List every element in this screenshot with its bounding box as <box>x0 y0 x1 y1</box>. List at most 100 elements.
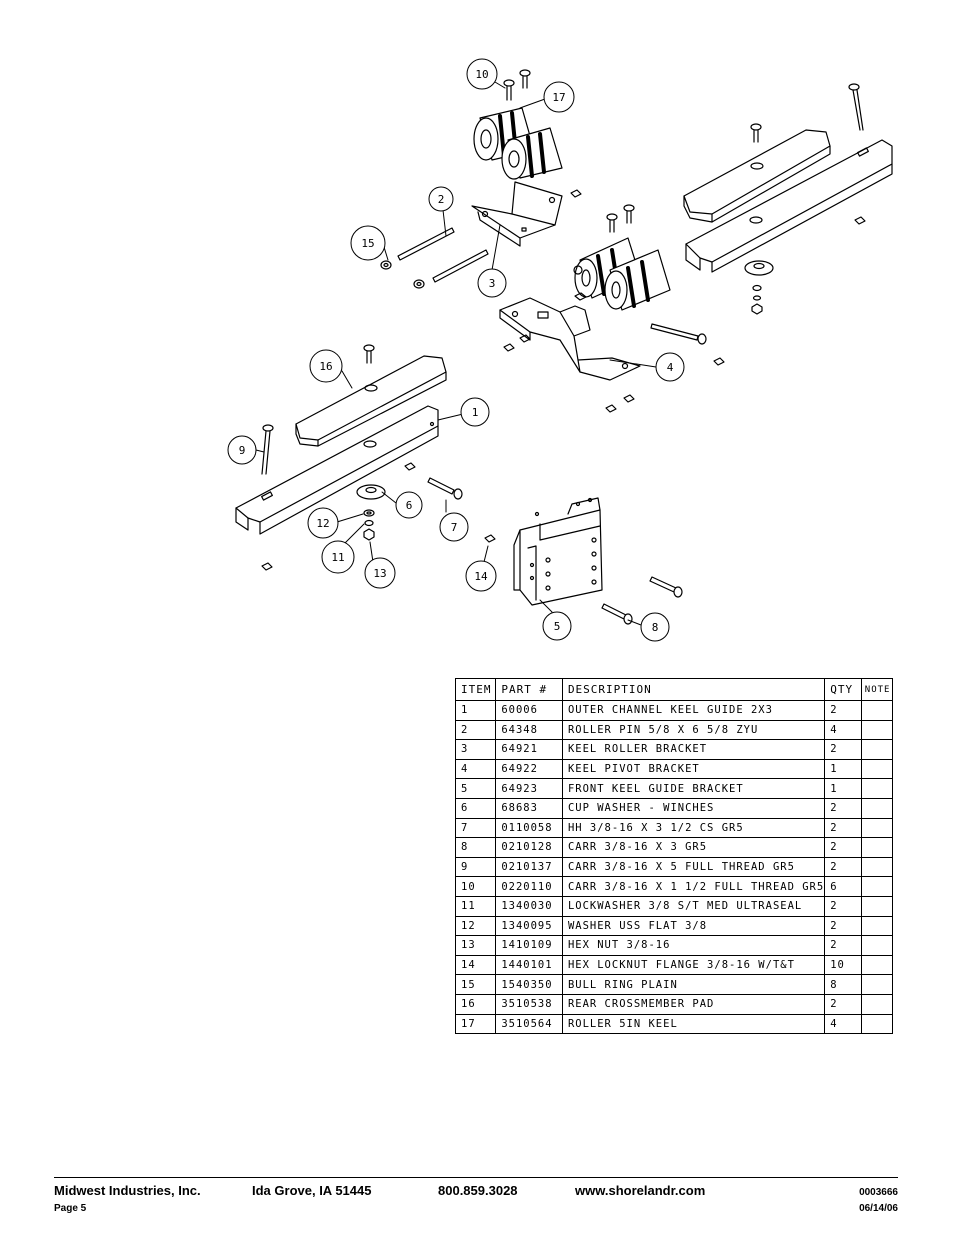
header-item: ITEM <box>454 678 497 701</box>
cell-qty: 2 <box>824 817 862 839</box>
callout-2-label: 2 <box>438 193 445 206</box>
cell-part-number: 64922 <box>495 758 563 780</box>
footer-company: Midwest Industries, Inc. <box>54 1183 201 1198</box>
carriage-bolt-8-b <box>601 603 633 625</box>
cell-description: ROLLER 5IN KEEL <box>561 1013 826 1035</box>
cell-item: 14 <box>454 954 497 976</box>
exploded-parts-diagram: 10 17 2 15 3 16 1 4 9 6 12 7 11 13 14 5 … <box>227 58 893 642</box>
hex-locknut-14-b <box>574 292 587 301</box>
cell-part-number: 1340030 <box>495 895 563 917</box>
cell-part-number: 64348 <box>495 719 563 741</box>
cell-part-number: 3510564 <box>495 1013 563 1035</box>
callout-13-label: 13 <box>373 567 386 580</box>
cell-item: 9 <box>454 856 497 878</box>
cell-item: 16 <box>454 993 497 1015</box>
cell-description: CARR 3/8-16 X 5 FULL THREAD GR5 <box>561 856 826 878</box>
header-qty: QTY <box>824 678 862 701</box>
cell-item: 7 <box>454 817 497 839</box>
callout-circles <box>227 58 685 642</box>
cell-note <box>860 797 894 819</box>
callout-16-label: 16 <box>319 360 332 373</box>
cup-washer-6-right <box>744 260 774 276</box>
roller-pin-2-b <box>432 249 489 283</box>
hex-locknut-14-f <box>623 394 635 403</box>
cell-description: KEEL PIVOT BRACKET <box>561 758 826 780</box>
carriage-bolt-10-e <box>750 123 762 143</box>
cell-note <box>860 719 894 741</box>
cell-item: 8 <box>454 837 497 858</box>
cell-note <box>860 758 894 780</box>
washer-stack-right <box>751 284 763 315</box>
cell-part-number: 64921 <box>495 739 563 760</box>
hex-locknut-14-i <box>404 462 416 471</box>
rear-crossmember-pad-16-right <box>683 129 831 223</box>
cell-item: 1 <box>454 700 497 721</box>
cell-qty: 4 <box>824 719 862 741</box>
cell-note <box>860 915 894 937</box>
hex-locknut-14-j <box>261 562 273 571</box>
roller-17-upper <box>473 107 535 161</box>
callout-4-circle <box>655 352 685 382</box>
callout-6-label: 6 <box>406 499 413 512</box>
footer-date: 06/14/06 <box>859 1203 898 1214</box>
header-part-number: PART # <box>495 678 563 701</box>
cell-description: LOCKWASHER 3/8 S/T MED ULTRASEAL <box>561 895 826 917</box>
cell-description: WASHER USS FLAT 3/8 <box>561 915 826 937</box>
cell-part-number: 0210128 <box>495 837 563 858</box>
footer-website: www.shorelandr.com <box>575 1183 706 1198</box>
cell-note <box>860 895 894 917</box>
leader-lines <box>255 81 657 626</box>
cell-note <box>860 837 894 858</box>
cell-description: OUTER CHANNEL KEEL GUIDE 2X3 <box>561 700 826 721</box>
callout-16-circle <box>309 349 343 383</box>
cell-description: REAR CROSSMEMBER PAD <box>561 993 826 1015</box>
footer-doc-number: 0003666 <box>859 1187 898 1198</box>
cell-qty: 2 <box>824 856 862 878</box>
callout-10-circle <box>466 58 498 90</box>
cell-qty: 2 <box>824 797 862 819</box>
hex-head-bolt-7-a <box>650 323 707 345</box>
callout-8-circle <box>640 612 670 642</box>
footer-city: Ida Grove, IA 51445 <box>252 1183 372 1198</box>
keel-pivot-bracket-4 <box>499 297 641 381</box>
cell-description: CARR 3/8-16 X 1 1/2 FULL THREAD GR5 <box>561 876 826 897</box>
keel-roller-bracket-3 <box>471 181 563 247</box>
callout-labels: 10 17 2 15 3 16 1 4 9 6 12 7 11 13 14 5 … <box>239 68 674 634</box>
cell-qty: 2 <box>824 993 862 1015</box>
cell-note <box>860 739 894 760</box>
cell-description: CUP WASHER - WINCHES <box>561 797 826 819</box>
callout-5-circle <box>542 611 572 641</box>
cell-qty: 2 <box>824 700 862 721</box>
callout-9-label: 9 <box>239 444 246 457</box>
cell-description: FRONT KEEL GUIDE BRACKET <box>561 778 826 799</box>
cell-note <box>860 700 894 721</box>
carriage-bolt-10-f <box>363 344 375 364</box>
page-footer: Midwest Industries, Inc. Ida Grove, IA 5… <box>54 1177 898 1214</box>
cell-qty: 6 <box>824 876 862 897</box>
callout-10-label: 10 <box>475 68 488 81</box>
header-note: NOTE <box>860 678 894 701</box>
hex-locknut-14-g <box>713 357 725 366</box>
bull-ring-15-a <box>380 260 392 270</box>
callout-17-circle <box>543 81 575 113</box>
callout-1-label: 1 <box>472 406 479 419</box>
cell-qty: 4 <box>824 1013 862 1035</box>
cell-part-number: 60006 <box>495 700 563 721</box>
cell-part-number: 1410109 <box>495 935 563 956</box>
callout-12-circle <box>307 507 339 539</box>
footer-page-number: Page 5 <box>54 1203 87 1214</box>
hex-head-bolt-7-b <box>427 477 463 500</box>
hex-locknut-14-k <box>484 534 496 543</box>
cell-item: 17 <box>454 1013 497 1035</box>
cell-qty: 1 <box>824 778 862 799</box>
cell-description: BULL RING PLAIN <box>561 974 826 995</box>
